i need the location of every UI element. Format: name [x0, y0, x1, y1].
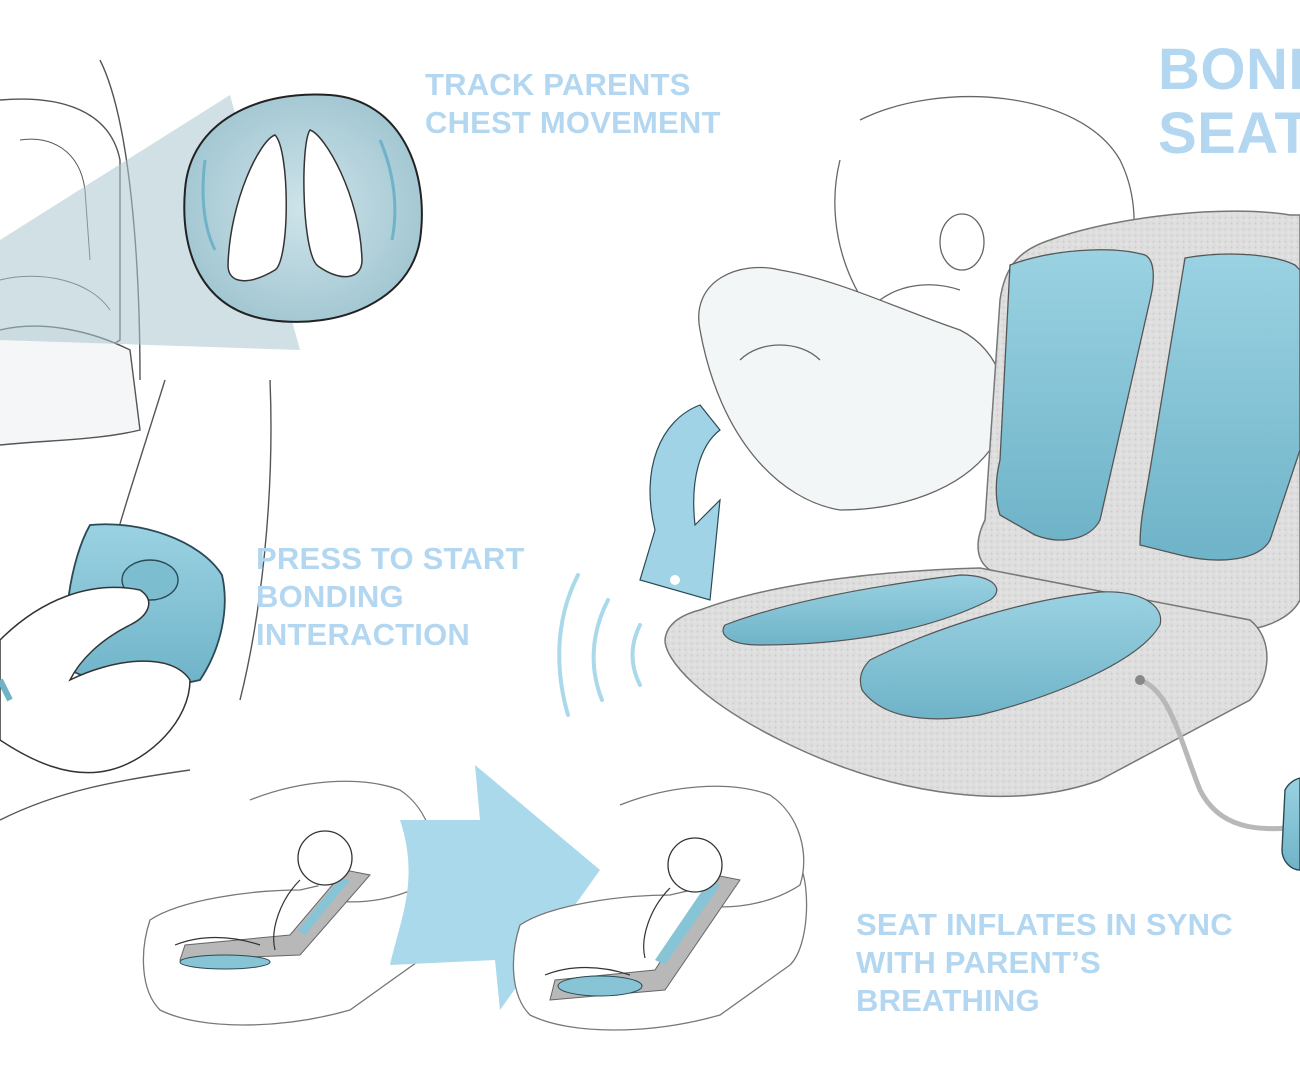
- curved-arrow: [639, 404, 721, 601]
- sequence-after: [512, 785, 808, 1031]
- label-track-line-2: CHEST MOVEMENT: [425, 105, 721, 140]
- sequence-before: [142, 780, 438, 1026]
- chest-lens: [183, 93, 423, 323]
- title-line-1: BONI: [1158, 37, 1300, 102]
- title: BONI SEAT: [1158, 38, 1300, 166]
- label-track-chest: TRACK PARENTS CHEST MOVEMENT: [425, 66, 721, 142]
- label-inflate-line-1: SEAT INFLATES IN SYNC: [856, 907, 1233, 942]
- label-press-to-start: PRESS TO START BONDING INTERACTION: [256, 540, 525, 654]
- label-press-line-1: PRESS TO START: [256, 541, 525, 576]
- label-press-line-3: INTERACTION: [256, 617, 471, 652]
- label-track-line-1: TRACK PARENTS: [425, 67, 691, 102]
- vibration-waves: [557, 573, 642, 717]
- label-seat-inflates: SEAT INFLATES IN SYNC WITH PARENT’S BREA…: [856, 906, 1233, 1020]
- title-line-2: SEAT: [1158, 101, 1300, 166]
- label-press-line-2: BONDING: [256, 579, 404, 614]
- arrow-highlight: [670, 575, 680, 585]
- hand-button-sketch: [0, 523, 226, 774]
- label-inflate-line-2: WITH PARENT’S: [856, 945, 1101, 980]
- sequence-arrow: [390, 765, 600, 1010]
- label-inflate-line-3: BREATHING: [856, 983, 1040, 1018]
- bonding-seat: [664, 210, 1300, 871]
